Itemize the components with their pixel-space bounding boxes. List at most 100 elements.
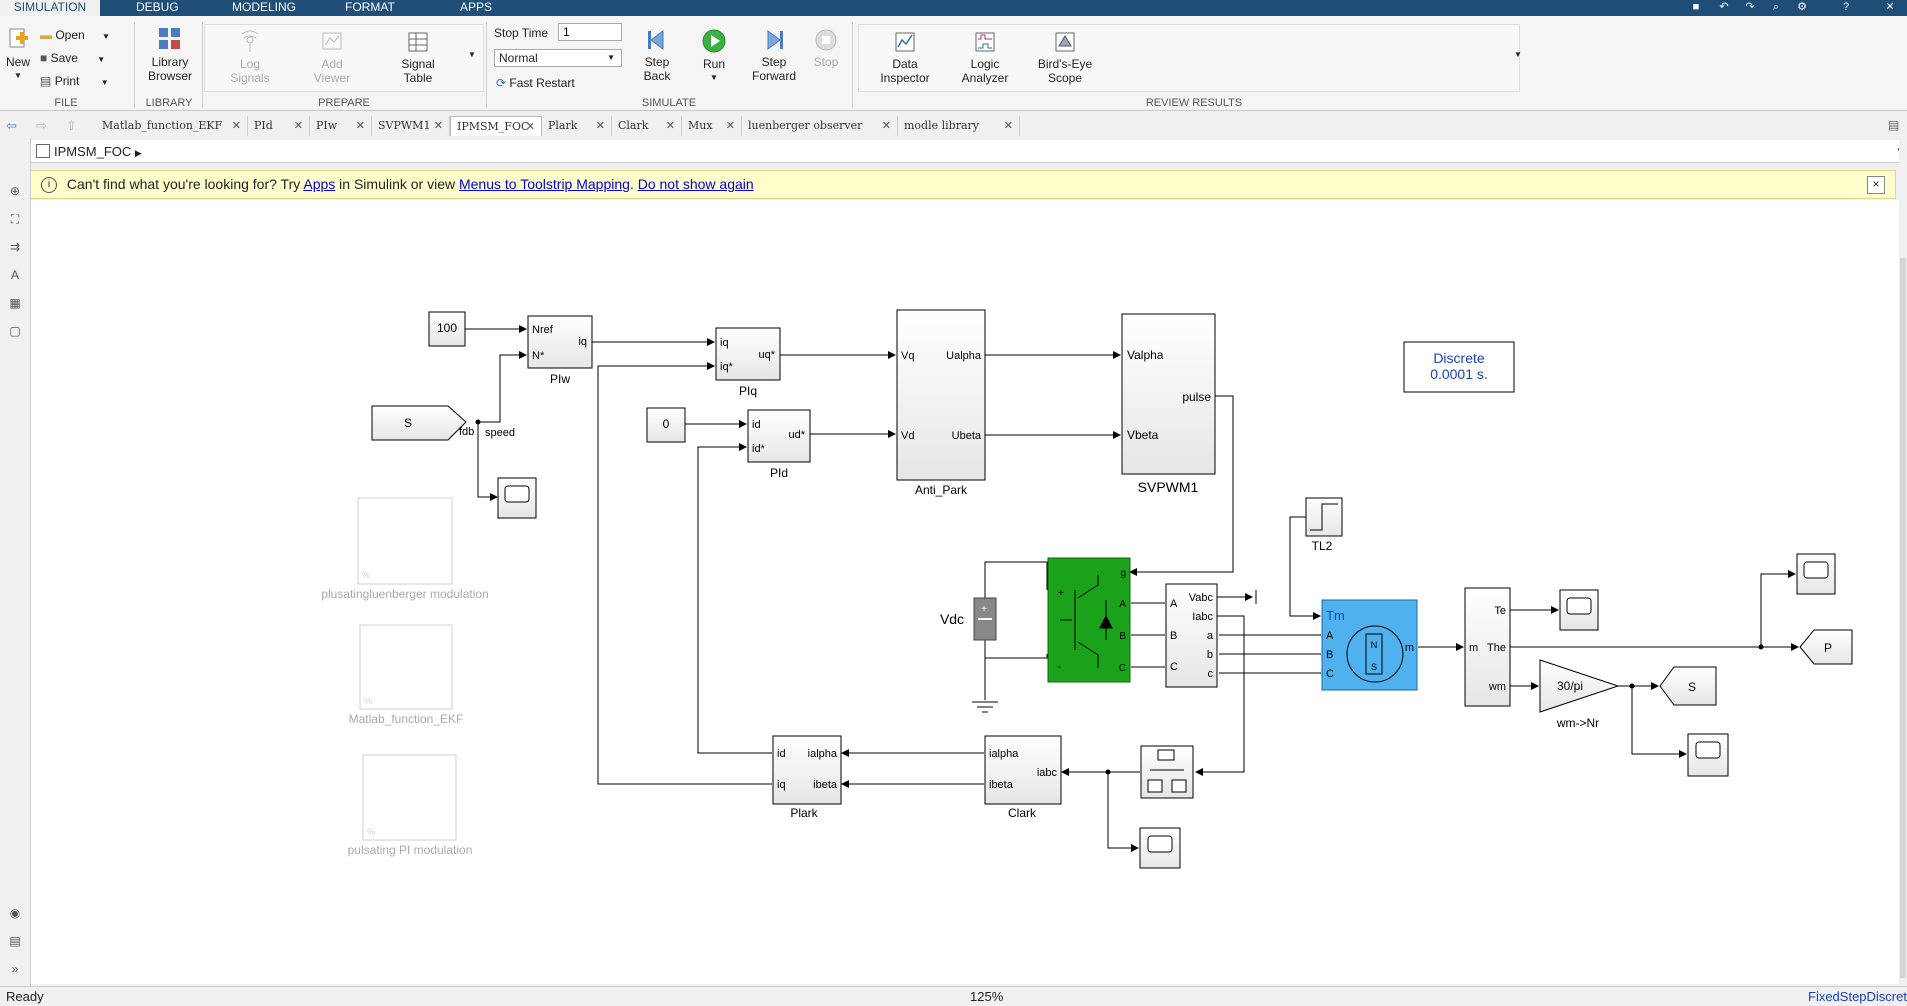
piq-block[interactable]: iq iq* uq* PIq <box>715 327 781 398</box>
birds-eye-scope-button[interactable]: Bird's-Eye Scope <box>1032 30 1098 85</box>
gain-block[interactable]: 30/pi wm->Nr <box>1539 659 1620 730</box>
menus-to-toolstrip-link[interactable]: Menus to Toolstrip Mapping <box>458 176 630 192</box>
anti-park-block[interactable]: Vq Vd Ualpha Ubeta Anti_Park <box>896 309 986 497</box>
save-icon[interactable]: ■ <box>1692 1 1700 13</box>
close-icon[interactable]: ✕ <box>725 119 735 132</box>
menu-tab-modeling[interactable]: MODELING <box>232 0 297 14</box>
scope-nr[interactable] <box>1687 733 1729 777</box>
apps-link[interactable]: Apps <box>303 176 336 192</box>
inverter-block[interactable]: + - g A B C <box>1047 557 1131 683</box>
scope-te[interactable] <box>1559 589 1599 631</box>
save-button[interactable]: ■ Save ▼ <box>40 48 120 68</box>
solver-status[interactable]: FixedStepDiscrete <box>1808 989 1907 1004</box>
area-icon[interactable]: ▢ <box>9 324 21 338</box>
gallery-expand-icon[interactable]: ▼ <box>468 50 476 59</box>
close-icon[interactable]: ✕ <box>293 119 303 132</box>
undo-icon[interactable]: ↶ <box>1719 1 1729 13</box>
faded-subsystem-luenberger[interactable]: % <box>357 497 453 585</box>
from-s-block[interactable]: S <box>371 405 467 441</box>
model-browser-icon[interactable]: ▤ <box>9 934 21 948</box>
stop-button[interactable]: Stop <box>810 28 842 69</box>
step-back-button[interactable]: Step Back <box>636 28 678 83</box>
tab-list-icon[interactable]: ▤ <box>1888 118 1900 132</box>
tab-mux[interactable]: Mux✕ <box>682 116 742 136</box>
scope-speed[interactable] <box>497 477 537 519</box>
help-icon[interactable]: ? <box>1842 1 1850 13</box>
step-forward-button[interactable]: Step Forward <box>748 28 800 83</box>
gallery-expand-icon[interactable]: ▼ <box>1514 50 1522 59</box>
close-icon[interactable]: ✕ <box>433 119 443 132</box>
forward-arrow-icon[interactable]: ⇨ <box>36 118 47 133</box>
vdc-source-block[interactable]: + Vdc <box>940 597 997 641</box>
constant-0-block[interactable]: 0 <box>646 407 686 443</box>
new-button[interactable]: New ▼ <box>4 26 32 86</box>
log-signals-button[interactable]: Log Signals <box>220 30 280 85</box>
mux-block[interactable] <box>1140 745 1194 799</box>
menu-tab-format[interactable]: FORMAT <box>345 0 395 14</box>
close-icon[interactable]: ✕ <box>231 119 241 132</box>
scope-iabc[interactable] <box>1139 827 1181 869</box>
infobar-close-button[interactable]: × <box>1867 176 1885 194</box>
image-icon[interactable]: ▦ <box>9 296 21 310</box>
powergui-discrete-block[interactable]: Discrete 0.0001 s. <box>1403 341 1515 393</box>
measurement-block[interactable]: Vabc Iabc A B C a b c <box>1165 583 1218 688</box>
close-icon[interactable]: ✕ <box>355 119 365 132</box>
fit-view-icon[interactable]: ⛶ <box>10 212 20 226</box>
arrow-icon[interactable]: ⇉ <box>9 240 21 254</box>
annotation-icon[interactable]: A <box>10 268 19 282</box>
svpwm-block[interactable]: Valpha Vbeta pulse SVPWM1 <box>1121 313 1216 495</box>
plark-block[interactable]: id iq ialpha ibeta Plark <box>772 735 842 820</box>
open-button[interactable]: ▬ Open ▼ <box>40 25 120 45</box>
close-icon[interactable]: ✕ <box>525 120 535 133</box>
expand-palette-icon[interactable]: » <box>11 962 19 976</box>
search-icon[interactable]: ⌕ <box>1772 1 1780 13</box>
goto-p-block[interactable]: P <box>1799 629 1853 665</box>
add-viewer-button[interactable]: Add Viewer <box>302 30 362 85</box>
tab-modle-library[interactable]: modle library✕ <box>898 116 1020 136</box>
scope-theta[interactable] <box>1796 553 1836 595</box>
bus-selector-block[interactable]: m Te The wm <box>1464 587 1511 707</box>
camera-icon[interactable]: ◉ <box>9 906 21 920</box>
breadcrumb[interactable]: IPMSM_FOC ▶ <box>54 144 142 159</box>
redo-icon[interactable]: ↷ <box>1745 1 1755 13</box>
tab-luenberger-observer[interactable]: luenberger observer✕ <box>742 116 898 136</box>
menu-tab-debug[interactable]: DEBUG <box>136 0 179 14</box>
tab-svpwm1[interactable]: SVPWM1✕ <box>372 116 450 136</box>
tab-clark[interactable]: Clark✕ <box>612 116 682 136</box>
do-not-show-again-link[interactable]: Do not show again <box>637 176 754 192</box>
signal-table-button[interactable]: Signal Table <box>388 30 448 85</box>
run-button[interactable]: Run ▼ <box>694 28 734 85</box>
back-arrow-icon[interactable]: ⇦ <box>6 118 17 133</box>
tab-piw[interactable]: PIw✕ <box>310 116 372 136</box>
data-inspector-button[interactable]: Data Inspector <box>874 30 936 85</box>
close-icon[interactable]: ✕ <box>1003 119 1013 132</box>
constant-100-block[interactable]: 100 <box>428 311 466 347</box>
pid-block[interactable]: id id* ud* PId <box>747 409 811 480</box>
close-icon[interactable]: ✕ <box>665 119 675 132</box>
close-icon[interactable]: ✕ <box>595 119 605 132</box>
piw-block[interactable]: Nref N* iq PIw <box>527 315 593 386</box>
fast-restart-button[interactable]: ⟳ Fast Restart <box>496 73 616 93</box>
logic-analyzer-button[interactable]: Logic Analyzer <box>954 30 1016 85</box>
tl2-step-block[interactable]: TL2 <box>1305 497 1343 553</box>
tab-pid[interactable]: PId✕ <box>248 116 310 136</box>
print-button[interactable]: ▤ Print ▼ <box>40 71 120 91</box>
tab-plark[interactable]: Plark✕ <box>542 116 612 136</box>
settings-icon[interactable]: ⚙ <box>1797 1 1807 13</box>
menu-tab-simulation[interactable]: SIMULATION <box>0 0 100 16</box>
faded-subsystem-pulsating-pi[interactable]: % <box>362 754 457 841</box>
close-icon[interactable]: ✕ <box>1885 1 1895 13</box>
clark-block[interactable]: ialpha ibeta iabc Clark <box>984 735 1062 820</box>
scrollbar-thumb[interactable] <box>1900 258 1906 978</box>
library-browser-button[interactable]: Library Browser <box>140 26 200 90</box>
tab-ipmsm-foc[interactable]: IPMSM_FOC✕ <box>450 116 542 136</box>
simulation-mode-select[interactable]: Normal ▼ <box>494 49 622 67</box>
goto-s-block[interactable]: S <box>1659 666 1717 706</box>
stop-time-input[interactable] <box>558 23 622 41</box>
faded-subsystem-ekf[interactable]: % <box>359 624 453 710</box>
pmsm-motor-block[interactable]: N S Tm A B C m <box>1321 599 1418 691</box>
tab-matlab-function-ekf[interactable]: Matlab_function_EKF✕ <box>96 116 248 136</box>
close-icon[interactable]: ✕ <box>881 119 891 132</box>
menu-tab-apps[interactable]: APPS <box>460 0 493 14</box>
up-arrow-icon[interactable]: ⇧ <box>66 118 77 133</box>
